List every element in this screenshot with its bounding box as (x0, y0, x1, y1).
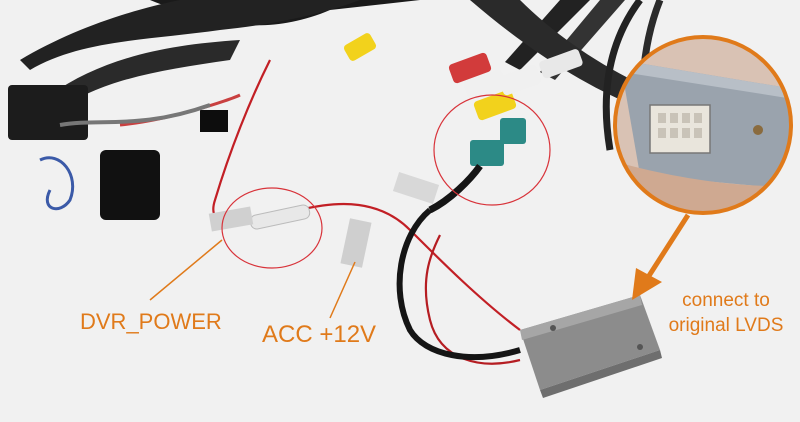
callout-acc (329, 261, 356, 319)
highlight-circles (221, 94, 551, 269)
lvds-module (520, 295, 662, 398)
rca-plugs (343, 33, 583, 121)
power-wire (212, 59, 521, 331)
highlight-fakra (433, 94, 551, 206)
connector-block (8, 85, 88, 140)
dvr-power-label: DVR_POWER (80, 309, 222, 334)
arrow-to-module (632, 213, 691, 300)
wire-tag-acc (340, 218, 372, 268)
acc-12v-label: ACC +12V (262, 321, 377, 348)
callout-lines (149, 239, 356, 319)
main-harness-bundle (8, 0, 420, 220)
wire-tag-lvds (392, 172, 440, 204)
lvds-connector-inset (613, 35, 793, 215)
fakra-connectors (428, 118, 526, 214)
lvds-label-line1: connect to (682, 290, 770, 311)
inline-fuse (208, 204, 311, 232)
lvds-label-line2: original LVDS (668, 315, 784, 336)
callout-dvr-power (149, 239, 223, 301)
acc-wire (424, 234, 521, 365)
highlight-dvr-power (221, 187, 323, 269)
lvds-connect-label: connect to original LVDS (660, 288, 792, 338)
connector-housing (100, 150, 160, 220)
lvds-cable (396, 207, 521, 361)
